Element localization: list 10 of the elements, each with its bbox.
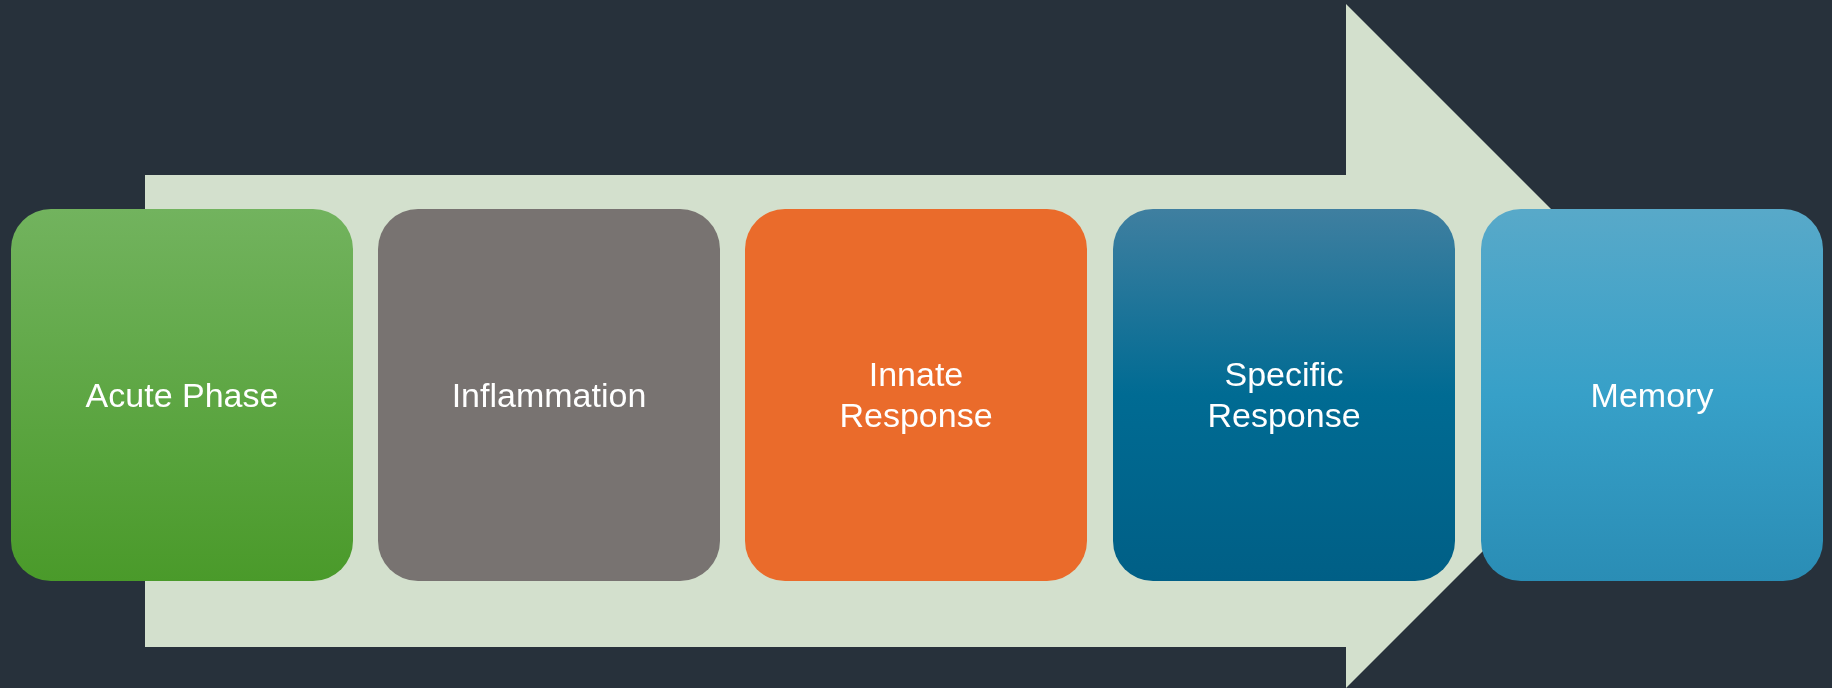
process-box [378,209,720,581]
step-label: Memory [1590,374,1714,416]
process-box [745,209,1087,581]
step-label: Innate Response [838,354,994,436]
process-box [1481,209,1823,581]
process-box [1113,209,1455,581]
process-box [11,209,353,581]
step-label: Acute Phase [85,374,279,416]
step-label: Specific Response [1206,354,1362,436]
step-label: Inflammation [451,374,647,416]
